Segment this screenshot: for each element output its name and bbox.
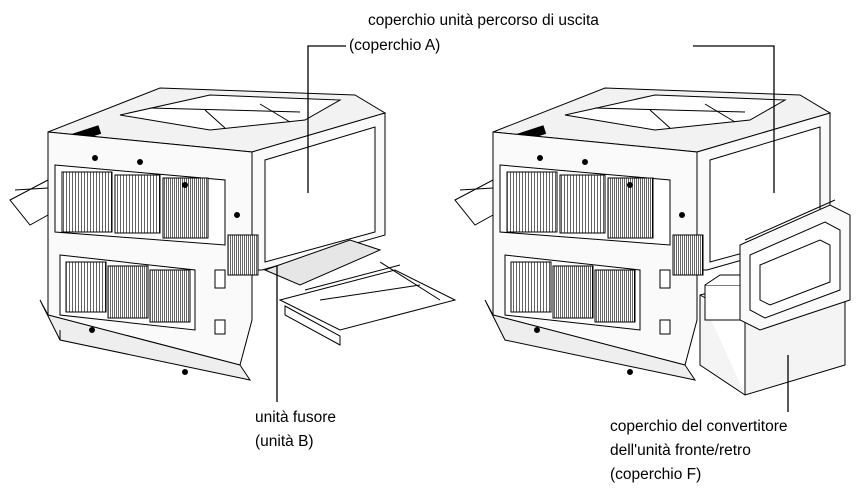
callout-line-cover-a-left [307, 45, 346, 193]
printer-left-illustration [9, 87, 457, 381]
label-cover-f-line1: coperchio del convertitore [610, 418, 788, 435]
label-cover-a-line2: (coperchio A) [349, 37, 441, 54]
label-fuser-line2: (unità B) [255, 433, 314, 450]
printer-right-illustration [454, 87, 851, 396]
label-cover-a-line1: coperchio unità percorso di uscita [368, 12, 599, 29]
label-cover-f-line2: dell'unità fronte/retro [610, 442, 751, 459]
callout-lines [276, 45, 789, 412]
label-fuser-line1: unità fusore [255, 409, 336, 426]
label-cover-f-line3: (coperchio F) [610, 466, 702, 483]
callout-line-cover-a-right [693, 45, 775, 193]
